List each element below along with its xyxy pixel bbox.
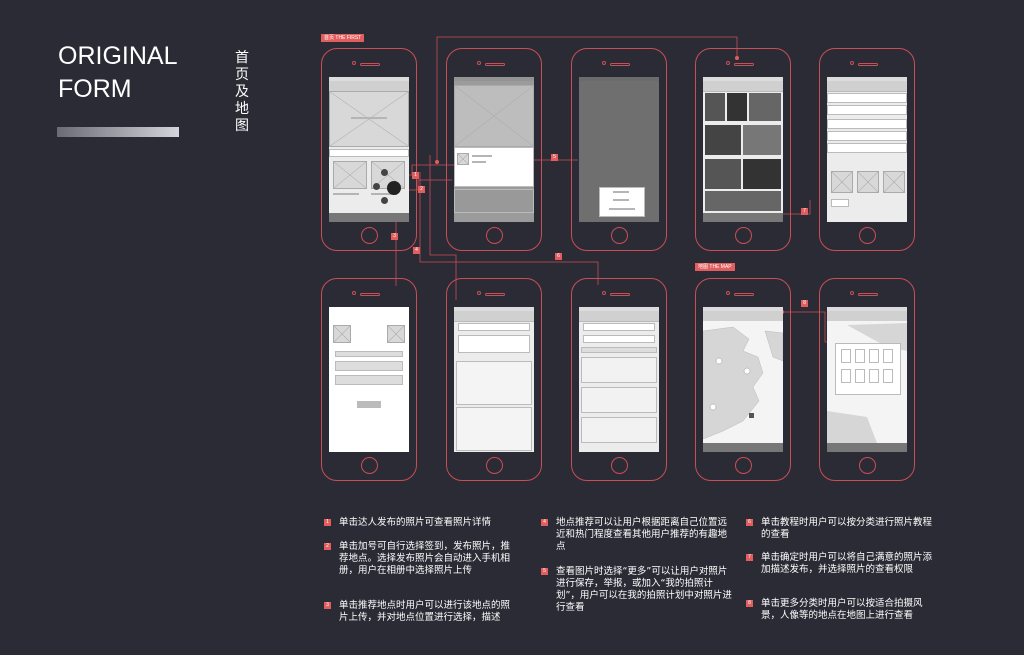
section-char: 地 [235, 101, 249, 117]
note-text: 单击确定时用户可以将自己满意的照片添加描述发布，并选择照片的查看权限 [761, 552, 933, 575]
note-1: 1 单击达人发布的照片可查看照片详情 [324, 517, 519, 529]
phone-place-list [446, 278, 542, 481]
tag-first: 首页 THE FIRST [321, 34, 365, 42]
page-title: ORIGINAL FORM [58, 40, 177, 106]
phone-map [695, 278, 791, 481]
note-4: 4 地点推荐可以让用户根据距离自己位置远近和热门程度查看其他用户推荐的有趣地点 [541, 517, 736, 553]
note-number: 2 [324, 543, 331, 550]
screen-home [329, 77, 409, 222]
screen-photo-detail [454, 77, 534, 222]
section-char: 首 [235, 50, 249, 66]
phone-more-menu [571, 48, 667, 251]
flow-marker: 8 [801, 300, 808, 307]
phone-photo-detail [446, 48, 542, 251]
note-5: 5 查看图片时选择“更多”可以让用户对照片进行保存，举报，或加入“我的拍照计划”… [541, 566, 736, 614]
section-char: 页 [235, 67, 249, 83]
phone-tutorial [695, 48, 791, 251]
flow-marker: 6 [555, 253, 562, 260]
note-text: 单击推荐地点时用户可以进行该地点的照片上传，并对地点位置进行选择，描述 [339, 600, 511, 623]
section-char: 图 [235, 118, 249, 134]
note-6: 6 单击教程时用户可以按分类进行照片教程的查看 [746, 517, 941, 541]
flow-marker: 5 [551, 154, 558, 161]
note-2: 2 单击加号可自行选择签到，发布照片，推荐地点。选择发布照片会自动进入手机相册，… [324, 541, 519, 577]
title-line-2: FORM [58, 75, 132, 103]
note-text: 地点推荐可以让用户根据距离自己位置远近和热门程度查看其他用户推荐的有趣地点 [556, 517, 728, 552]
flow-marker: 3 [391, 233, 398, 240]
note-8: 8 单击更多分类时用户可以按适合拍摄风景，人像等的地点在地图上进行查看 [746, 598, 941, 622]
phone-place-detail [571, 278, 667, 481]
title-gradient-bar [57, 127, 179, 137]
note-number: 6 [746, 519, 753, 526]
note-text: 单击加号可自行选择签到，发布照片，推荐地点。选择发布照片会自动进入手机相册，用户… [339, 541, 511, 576]
phone-home [321, 48, 417, 251]
screen-recommend-place [329, 307, 409, 452]
flow-marker: 1 [412, 172, 419, 179]
screen-map [703, 307, 783, 452]
screen-more-menu [579, 77, 659, 222]
screen-tutorial [703, 77, 783, 222]
screen-publish-settings [827, 77, 907, 222]
note-text: 单击教程时用户可以按分类进行照片教程的查看 [761, 517, 933, 540]
section-label: 首 页 及 地 图 [235, 50, 251, 135]
screen-map-categories [827, 307, 907, 452]
note-text: 单击更多分类时用户可以按适合拍摄风景，人像等的地点在地图上进行查看 [761, 598, 923, 621]
tag-map: 地图 THE MAP [695, 263, 735, 271]
flow-marker: 2 [418, 186, 425, 193]
section-char: 及 [235, 84, 249, 100]
note-number: 5 [541, 568, 548, 575]
phone-publish-settings [819, 48, 915, 251]
note-7: 7 单击确定时用户可以将自己满意的照片添加描述发布，并选择照片的查看权限 [746, 552, 941, 576]
note-number: 4 [541, 519, 548, 526]
note-number: 3 [324, 602, 331, 609]
note-3: 3 单击推荐地点时用户可以进行该地点的照片上传，并对地点位置进行选择，描述 [324, 600, 519, 624]
note-number: 7 [746, 554, 753, 561]
note-number: 1 [324, 519, 331, 526]
screen-place-detail [579, 307, 659, 452]
flow-marker: 7 [801, 208, 808, 215]
map-canvas[interactable] [703, 321, 783, 443]
screen-place-list [454, 307, 534, 452]
note-text: 单击达人发布的照片可查看照片详情 [339, 517, 492, 528]
note-number: 8 [746, 600, 753, 607]
flow-marker: 4 [413, 247, 420, 254]
title-line-1: ORIGINAL [58, 42, 178, 70]
note-text: 查看图片时选择“更多”可以让用户对照片进行保存，举报，或加入“我的拍照计划”，用… [556, 566, 732, 613]
phone-recommend-place [321, 278, 417, 481]
phone-map-categories [819, 278, 915, 481]
